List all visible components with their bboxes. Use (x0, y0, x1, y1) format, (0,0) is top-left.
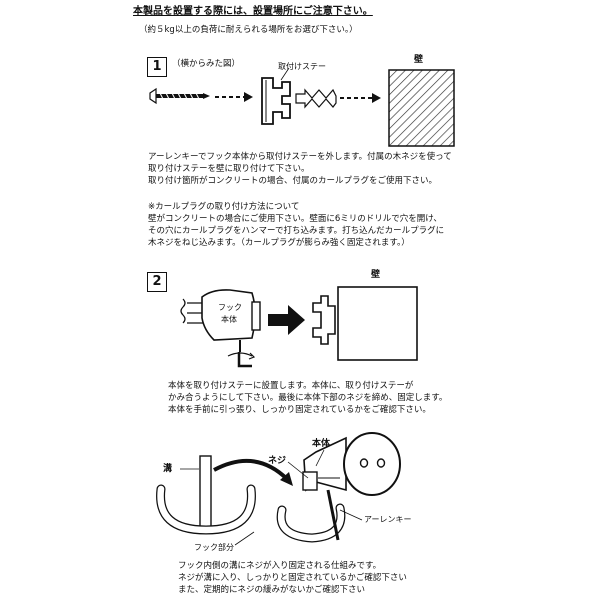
step-2-instruction-2: かみ合うようにして下さい。最後に本体下部のネジを締め、固定します。 (168, 393, 448, 403)
step-1-number: 1 (147, 57, 167, 77)
step-1-stay-label: 取付けステー (278, 62, 326, 71)
wall-hatched-icon (388, 69, 455, 147)
step-3-instruction-2: ネジが溝に入り、しっかりと固定されているかご確認下さい (178, 573, 407, 583)
step-1-note-4: 木ネジをねじ込みます。（カールプラグが膨らみ強く固定されます。） (148, 238, 410, 248)
step-2-body-label-2: 本体 (221, 315, 237, 324)
step-2-body-label-1: フック (218, 303, 242, 312)
header-subtitle: （約５kg以上の負荷に耐えられる場所をお選び下さい。） (139, 25, 358, 35)
solid-arrow-icon (268, 305, 305, 335)
step-2-wall-label: 壁 (371, 270, 381, 280)
step-1-instruction-3: 取り付け箇所がコンクリートの場合、付属のカールプラグをご使用下さい。 (148, 176, 438, 186)
dashed-arrow-icon (215, 92, 253, 102)
curl-plug-icon (295, 88, 337, 109)
wood-screw-icon (149, 87, 210, 105)
step-3-groove-label: 溝 (163, 464, 173, 474)
step-3-screw-label: ネジ (268, 456, 287, 466)
curved-arrow-icon (213, 458, 293, 486)
step-1-view-label: （横からみた図） (172, 59, 241, 69)
step-2-instruction-3: 本体を手前に引っ張り、しっかり固定されているかをご確認下さい。 (168, 405, 431, 415)
wall-icon (337, 286, 418, 361)
hook-body-side-icon (180, 289, 261, 352)
step-3-wrench-label: アーレンキー (364, 515, 412, 524)
step-3-instruction-3: また、定期的にネジの緩みがないかご確認下さい (178, 585, 366, 595)
hook-assembled-icon (234, 432, 401, 546)
step-1-note-3: その穴にカールプラグをハンマーで打ち込みます。打ち込んだカールプラグに (148, 226, 445, 236)
step-1-note-1: ※カールプラグの取り付け方法について (148, 202, 300, 212)
step-2-instruction-1: 本体を取り付けステーに設置します。本体に、取り付けステーが (168, 381, 414, 391)
step-1-wall-label: 壁 (414, 55, 424, 65)
dashed-arrow-icon (340, 93, 381, 103)
step-3-hook-label: フック部分 (194, 543, 234, 552)
step-3-instruction-1: フック内側の溝にネジが入り固定される仕組みです。 (178, 561, 382, 571)
stay-on-wall-icon (312, 295, 336, 345)
header-title: 本製品を設置する際には、設置場所にご注意下さい。 (133, 6, 373, 17)
step-1-note-2: 壁がコンクリートの場合にご使用下さい。壁面に6ミリのドリルで穴を開け、 (148, 214, 442, 224)
double-hook-left-icon (156, 455, 256, 535)
mounting-stay-icon (261, 67, 291, 125)
step-1-instruction-2: 取り付けステーを壁に取り付けて下さい。 (148, 164, 310, 174)
step-2-number: 2 (147, 272, 167, 292)
step-3-body-label: 本体 (312, 439, 331, 449)
allen-wrench-icon (227, 352, 256, 368)
step-1-instruction-1: アーレンキーでフック本体から取付けステーを外します。付属の木ネジを使って (148, 152, 452, 162)
